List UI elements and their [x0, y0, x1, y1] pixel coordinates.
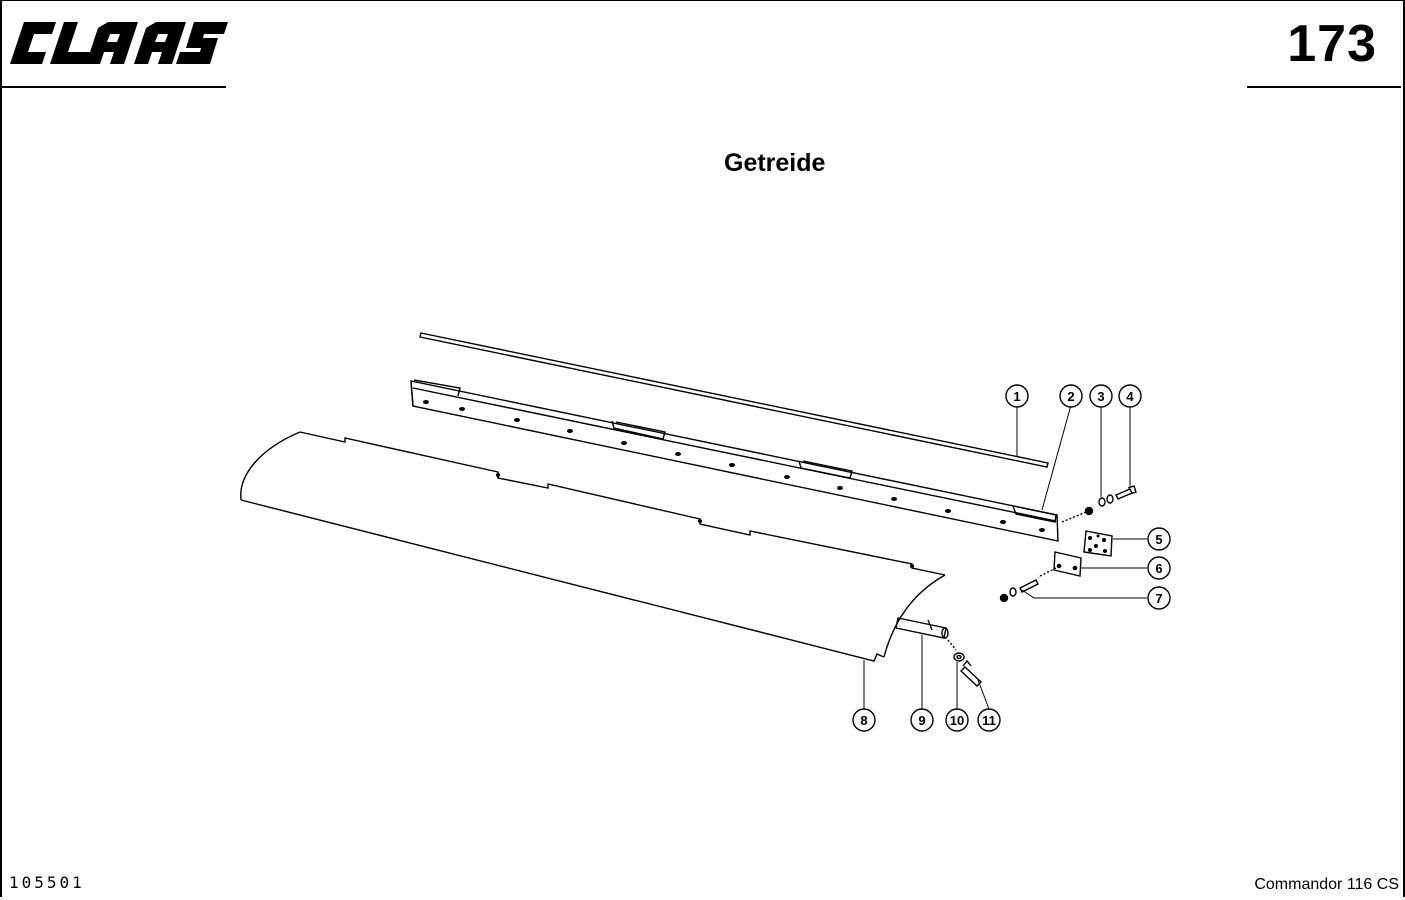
callout-label: 11 [982, 713, 996, 728]
callout-1: 1 [1005, 384, 1029, 408]
callout-7: 7 [1147, 586, 1171, 610]
callout-label: 3 [1097, 389, 1104, 404]
bolt-washer-upper [1061, 485, 1137, 523]
callout-label: 8 [860, 713, 867, 728]
rod-part [419, 332, 1049, 468]
callout-label: 6 [1155, 561, 1162, 576]
callout-label: 5 [1155, 532, 1162, 547]
tube-part [895, 617, 949, 639]
callout-label: 9 [918, 713, 925, 728]
curved-cover-part [240, 431, 946, 662]
bolt-nut-part [999, 567, 1057, 603]
page-number: 173 [1287, 15, 1377, 73]
page-number-underline [1247, 86, 1401, 88]
callout-8: 8 [852, 708, 876, 732]
callout-label: 1 [1013, 389, 1020, 404]
callouts: 1 2 3 4 5 6 7 8 [852, 384, 1171, 732]
square-plate-part [1083, 530, 1113, 557]
claas-logo [6, 18, 228, 66]
small-plate-part [1053, 551, 1082, 577]
callout-3: 3 [1089, 384, 1113, 408]
callout-10: 10 [945, 708, 969, 732]
callout-11: 11 [977, 708, 1001, 732]
callout-label: 10 [950, 713, 964, 728]
callout-4: 4 [1118, 384, 1142, 408]
callout-5: 5 [1147, 527, 1171, 551]
logo-underline [0, 86, 226, 88]
callout-label: 4 [1126, 389, 1134, 404]
drawing-number: 105501 [9, 873, 85, 892]
bolt-washer-lower [947, 639, 983, 687]
callout-6: 6 [1147, 556, 1171, 580]
claas-logo-graphic [10, 22, 228, 64]
model-name: Commandor 116 CS [1254, 876, 1399, 893]
callout-9: 9 [910, 708, 934, 732]
callout-2: 2 [1059, 384, 1083, 408]
angle-profile-part [410, 379, 1059, 542]
page-title: Getreide [724, 149, 826, 177]
callout-label: 7 [1155, 591, 1162, 606]
callout-label: 2 [1067, 389, 1074, 404]
leader-lines [863, 404, 1147, 710]
